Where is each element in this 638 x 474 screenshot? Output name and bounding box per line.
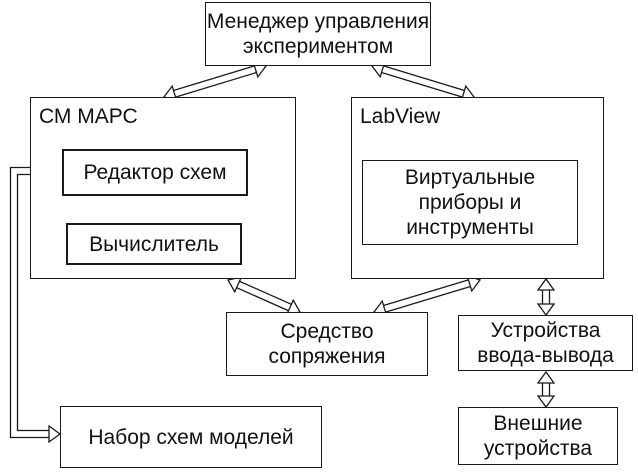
smmars-interface-arrow-head-start xyxy=(226,276,243,294)
labview-title: LabView xyxy=(360,105,441,128)
interface-means-box: Средство сопряжения xyxy=(226,312,428,376)
io-external-arrow-head-end xyxy=(536,395,556,409)
virtual-instruments-line3: инструменты xyxy=(406,216,534,239)
experiment-manager-line1: Менеджер управления xyxy=(206,10,430,33)
model-schemes-box: Набор схем моделей xyxy=(60,406,322,468)
smmars-interface-arrow-line-a xyxy=(236,287,289,312)
labview-interface-arrow-line-b xyxy=(385,285,471,313)
virtual-instruments-line2: приборы и xyxy=(418,191,522,214)
experiment-manager-box: Менеджер управления экспериментом xyxy=(205,2,431,66)
external-devices-box: Внешние устройства xyxy=(458,407,618,465)
sm-mars-title: СМ МАРС xyxy=(39,105,138,128)
external-devices-line2: устройства xyxy=(483,437,593,460)
io-external-arrow-head-start xyxy=(536,370,556,384)
editor-models-bus-arrow-head-end xyxy=(48,424,62,444)
manager-smmars-arrow-line-b xyxy=(175,71,257,98)
smmars-interface-arrow-line-b xyxy=(239,280,292,305)
calculator-box: Вычислитель xyxy=(66,223,242,265)
schema-editor-label: Редактор схем xyxy=(83,161,227,184)
experiment-manager-line2: экспериментом xyxy=(242,35,394,58)
io-devices-line1: Устройства xyxy=(490,319,601,342)
interface-means-line2: сопряжения xyxy=(268,345,386,368)
labview-interface-arrow-line-a xyxy=(383,279,469,307)
virtual-instruments-line1: Виртуальные xyxy=(404,166,536,189)
labview-io-arrow-head-start xyxy=(536,277,556,291)
manager-labview-arrow-line-a xyxy=(381,71,463,98)
virtual-instruments-box: Виртуальные приборы и инструменты xyxy=(362,160,578,245)
labview-io-arrow-head-end xyxy=(536,303,556,317)
calculator-label: Вычислитель xyxy=(89,232,219,256)
model-schemes-label: Набор схем моделей xyxy=(88,425,294,449)
external-devices-line1: Внешние xyxy=(493,412,583,435)
schema-editor-box: Редактор схем xyxy=(62,149,248,196)
manager-labview-arrow-line-b xyxy=(383,65,465,92)
manager-smmars-arrow-line-a xyxy=(173,65,255,92)
io-devices-box: Устройства ввода-вывода xyxy=(458,315,633,371)
interface-means-line1: Средство xyxy=(280,320,374,343)
io-devices-line2: ввода-вывода xyxy=(477,344,614,367)
